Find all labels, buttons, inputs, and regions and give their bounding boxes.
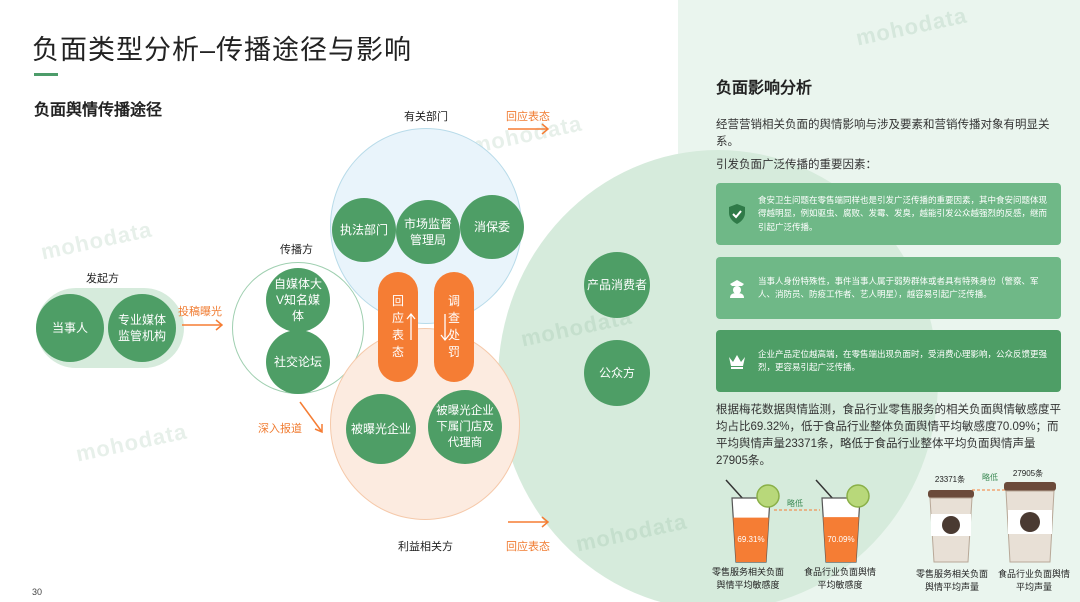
impact-title: 负面影响分析: [716, 80, 813, 97]
sensitivity-fill: [823, 517, 859, 562]
arrow-down-icon: [440, 314, 450, 342]
lime-icon: [846, 484, 870, 508]
public-circle: 公众方: [584, 340, 650, 406]
volume-comparison: 23371条 27905条 略低: [928, 468, 1056, 563]
conclusion-text: 根据梅花数据舆情监测，食品行业零售服务的相关负面舆情敏感度平均占比69.32%，…: [716, 404, 1061, 467]
arrow-diagonal-icon: [299, 401, 323, 434]
initiator-label: 发起方: [86, 273, 119, 285]
exposed-company-circle: 被曝光企业: [346, 394, 416, 464]
factor-text: 企业产品定位越高端，在零售端出现负面时，受消费心理影响，公众反馈更强烈，更容易引…: [758, 348, 1048, 373]
volume-value-1: 23371条: [935, 474, 965, 484]
page-title: 负面类型分析–传播途径与影响: [32, 35, 413, 65]
impact-intro: 经营营销相关负面的舆情影响与涉及要素和营销传播对象有明显关系。: [716, 119, 1050, 148]
party-circle: 当事人: [36, 294, 104, 362]
influencer-circle: 自媒体大V知名媒体: [266, 268, 330, 332]
stakeholder-respond-label: 回应表态: [506, 541, 550, 553]
department-label: 有关部门: [404, 111, 448, 123]
sensitivity-value-1: 69.31%: [737, 535, 764, 544]
straw-icon: [815, 479, 835, 501]
submit-exposure-label: 投稿曝光: [178, 306, 222, 318]
media-circle: 专业媒体监管机构: [108, 294, 176, 362]
stakeholder-label: 利益相关方: [398, 541, 453, 553]
arrow-right-icon: [508, 123, 550, 135]
factor-text: 当事人身份特殊性，事件当事人属于弱势群体或者具有特殊身份（警察、军人、消防员、防…: [758, 275, 1039, 300]
sensitivity-value-2: 70.09%: [827, 535, 854, 544]
coffee-cup-icon: [1004, 482, 1056, 563]
section-subtitle: 负面舆情传播途径: [34, 102, 163, 119]
coffee-cup-icon: [928, 490, 974, 563]
social-forum-circle: 社交论坛: [266, 330, 330, 394]
straw-icon: [725, 479, 745, 501]
sensitivity-fill: [733, 517, 769, 562]
factor-card: 当事人身份特殊性，事件当事人属于弱势群体或者具有特殊身份（警察、军人、消防员、防…: [716, 257, 1061, 319]
factor-card: 食安卫生问题在零售端同样也是引发广泛传播的重要因素，其中食安问题体现得越明显，例…: [716, 183, 1061, 245]
shield-check-icon: [726, 203, 748, 225]
sensitivity-caption-2: 食品行业负面舆情平均敏感度: [803, 567, 876, 590]
watermark-logo: mohodata: [73, 418, 190, 467]
exposed-stores-circle: 被曝光企业下属门店及代理商: [428, 390, 502, 464]
consumer-circle: 产品消费者: [584, 252, 650, 318]
in-depth-report-label: 深入报道: [258, 423, 302, 435]
consumer-protection-circle: 消保委: [460, 195, 524, 259]
sensitivity-caption-1: 零售服务相关负面舆情平均敏感度: [711, 567, 784, 590]
factor-text: 食安卫生问题在零售端同样也是引发广泛传播的重要因素，其中食安问题体现得越明显，例…: [758, 194, 1048, 232]
arrow-right-icon: [182, 319, 224, 331]
volume-caption-1: 零售服务相关负面舆情平均声量: [915, 569, 988, 592]
crown-icon: [726, 351, 748, 371]
spreader-label: 传播方: [280, 244, 313, 256]
page-number: 30: [32, 587, 43, 597]
volume-value-2: 27905条: [1013, 468, 1043, 478]
investigate-pill: 调 查 处 罚: [434, 272, 474, 382]
title-underline: [34, 73, 58, 76]
sensitivity-compare-label: 略低: [787, 498, 803, 508]
officer-icon: [726, 278, 748, 298]
lime-icon: [756, 484, 780, 508]
arrow-right-icon: [508, 516, 550, 528]
volume-compare-label: 略低: [982, 472, 998, 482]
volume-caption-2: 食品行业负面舆情平均声量: [997, 569, 1070, 592]
factors-heading: 引发负面广泛传播的重要因素：: [716, 159, 877, 171]
arrow-up-icon: [406, 312, 416, 340]
factor-card: 企业产品定位越高端，在零售端出现负面时，受消费心理影响，公众反馈更强烈，更容易引…: [716, 330, 1061, 392]
sensitivity-comparison: 69.31% 略低 70.09%: [725, 479, 870, 563]
law-enforcement-circle: 执法部门: [332, 198, 396, 262]
market-regulator-circle: 市场监督管理局: [396, 200, 460, 264]
watermark-logo: mohodata: [38, 216, 155, 265]
department-respond-label: 回应表态: [506, 111, 550, 123]
